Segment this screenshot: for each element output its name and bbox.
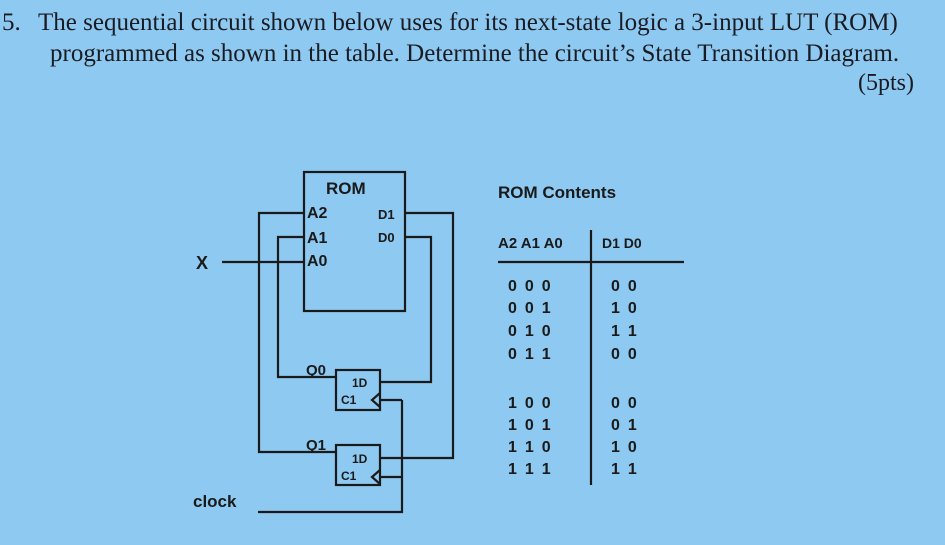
rom-row-2-inputs: 0 1 0 <box>508 323 551 340</box>
question-number: 5. <box>2 9 21 36</box>
rom-input-a0: A0 <box>307 253 328 270</box>
rom-row-7-inputs: 1 1 1 <box>508 461 551 478</box>
rom-row-2-outputs: 1 1 <box>611 323 637 340</box>
wire-q0-to-a1 <box>276 235 336 379</box>
input-x-label: X <box>196 253 208 273</box>
rom-row-3-inputs: 0 1 1 <box>508 346 551 363</box>
rom-row-5-outputs: 0 1 <box>611 417 637 434</box>
flipflop-q0 <box>334 368 382 412</box>
question-text-line-2: programmed as shown in the table. Determ… <box>50 40 900 67</box>
rom-table-rows: 0 0 0 0 0 0 0 1 1 0 0 1 0 1 1 0 1 1 0 0 1 0 0 0 0… <box>508 278 637 478</box>
clock-edge-q1 <box>370 469 381 485</box>
rom-output-d1: D1 <box>378 207 395 222</box>
flipflop-q1-label: Q1 <box>306 437 326 454</box>
points-label: (5pts) <box>858 70 914 96</box>
rom-input-a1: A1 <box>307 230 328 247</box>
rom-block <box>302 170 407 313</box>
rom-table-header-outputs: D1 D0 <box>602 235 642 251</box>
flipflop-q0-d: 1D <box>352 376 368 390</box>
rom-row-7-outputs: 1 1 <box>611 461 637 478</box>
rom-row-0-inputs: 0 0 0 <box>508 278 551 295</box>
wire-d1-to-q1 <box>380 211 455 460</box>
flipflop-q1-d: 1D <box>352 452 368 466</box>
flipflop-q0-label: Q0 <box>306 362 326 379</box>
rom-row-0-outputs: 0 0 <box>611 278 637 295</box>
rom-row-3-outputs: 0 0 <box>611 346 637 363</box>
rom-title: ROM <box>326 179 366 198</box>
rom-input-a2: A2 <box>307 205 328 222</box>
rom-row-1-inputs: 0 0 1 <box>508 300 551 317</box>
rom-row-4-inputs: 1 0 0 <box>508 395 551 412</box>
wire-d0-to-q0 <box>380 235 433 384</box>
rom-row-6-inputs: 1 1 0 <box>508 439 551 456</box>
flipflop-q0-clk: C1 <box>341 393 357 407</box>
question-text-line-1: The sequential circuit shown below uses … <box>38 9 898 36</box>
rom-row-4-outputs: 0 0 <box>611 395 637 412</box>
flipflop-q1-clk: C1 <box>341 469 357 483</box>
rom-row-5-inputs: 1 0 1 <box>508 417 551 434</box>
rom-table-header-inputs: A2 A1 A0 <box>498 235 563 252</box>
rom-output-d0: D0 <box>378 230 395 245</box>
rom-row-1-outputs: 1 0 <box>611 300 637 317</box>
rom-table-title: ROM Contents <box>498 183 616 202</box>
clock-label: clock <box>193 492 237 511</box>
wire-q1-to-a2 <box>257 211 336 454</box>
wire-clock <box>258 400 404 514</box>
rom-row-6-outputs: 1 0 <box>611 439 637 456</box>
flipflop-q1 <box>334 443 382 487</box>
clock-edge-q0 <box>370 392 381 408</box>
